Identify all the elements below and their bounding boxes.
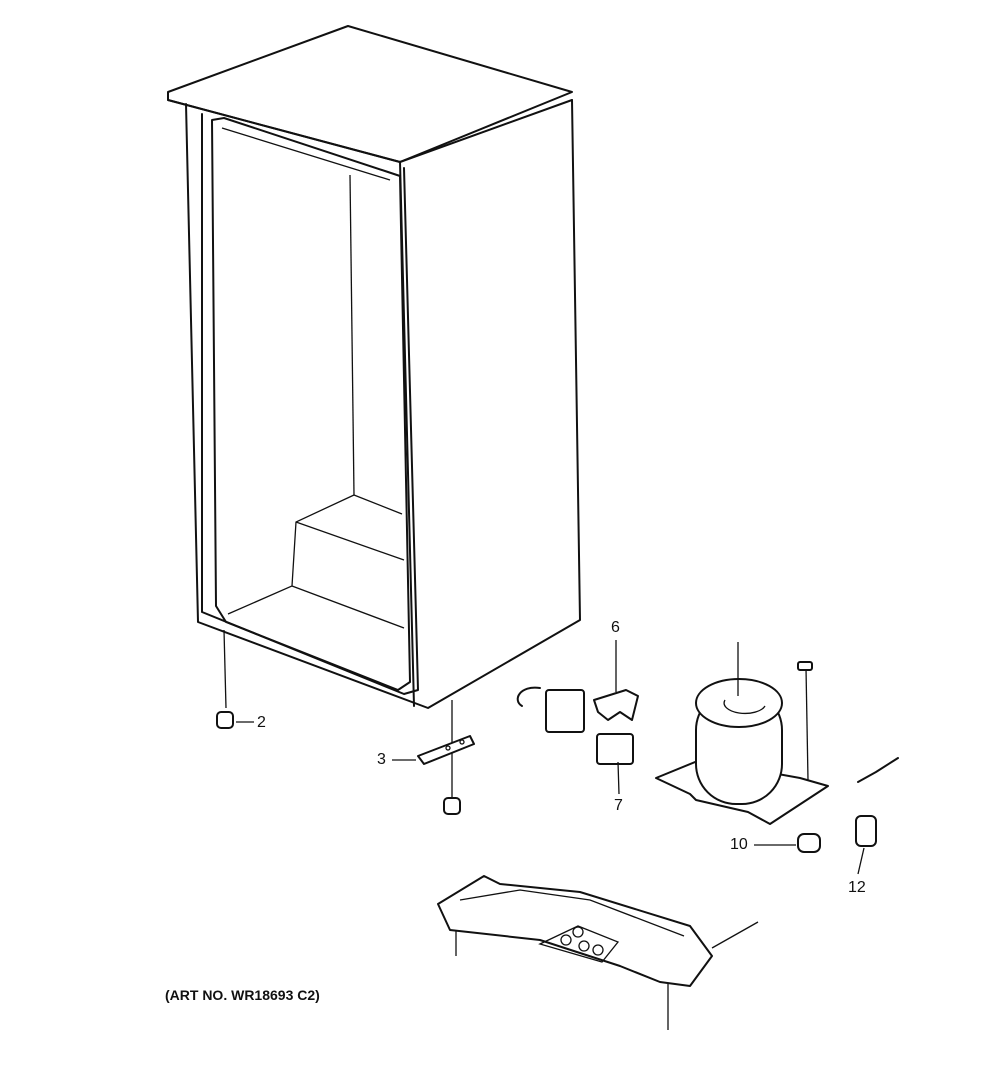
callout-12: 12	[848, 879, 866, 896]
callout-6: 6	[611, 619, 620, 636]
callout-7: 7	[614, 797, 623, 814]
relay-overload-drawing	[516, 640, 639, 795]
cabinet-drawing	[167, 25, 581, 798]
base-pan-drawing	[437, 875, 759, 1030]
callout-10: 10	[730, 836, 748, 853]
leveling-leg-drawing	[216, 711, 461, 815]
hinge-bracket-drawing	[392, 735, 475, 765]
callout-3: 3	[377, 751, 386, 768]
callout-2: 2	[257, 714, 266, 731]
compressor-drawing	[655, 642, 899, 875]
art-number: (ART NO. WR18693 C2)	[165, 987, 320, 1003]
